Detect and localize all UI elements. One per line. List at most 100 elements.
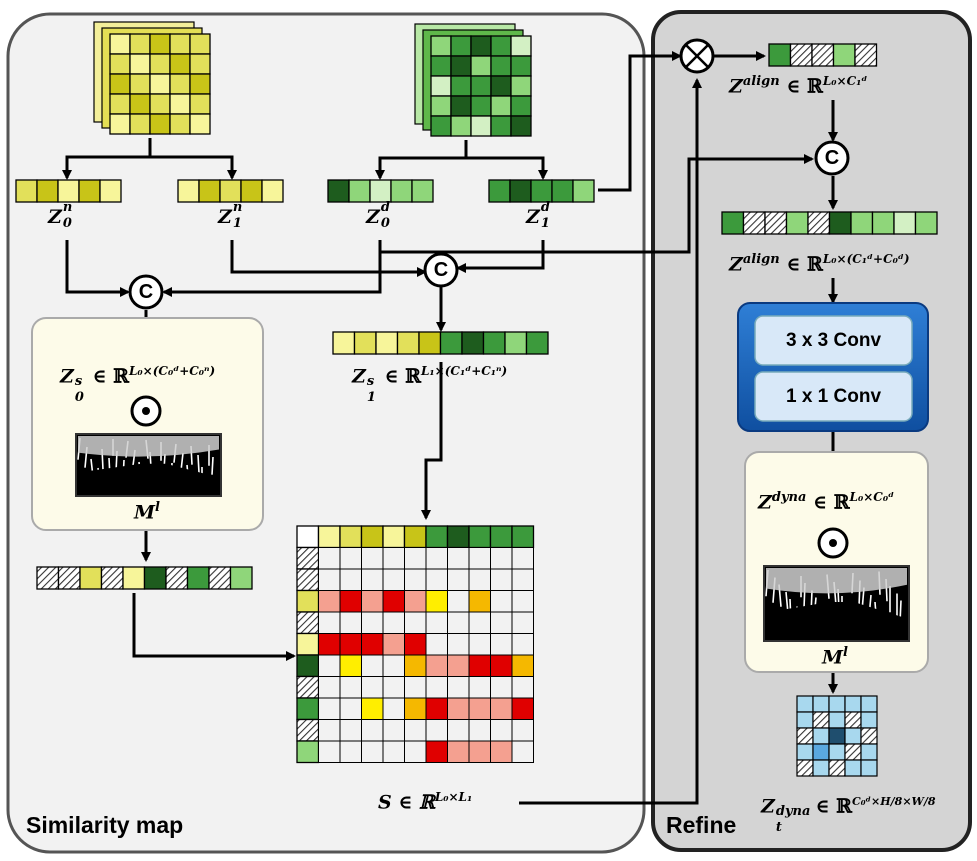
matrix-cell <box>361 740 384 763</box>
matrix-cell <box>511 590 534 613</box>
matrix-col-header <box>317 525 341 549</box>
tensor-cell <box>430 95 452 117</box>
odot-left <box>130 395 162 427</box>
tensor-cell <box>129 73 151 95</box>
matrix-cell <box>339 568 362 591</box>
matrix-row-header <box>296 675 320 699</box>
strip-cell <box>36 566 60 590</box>
output-cell <box>812 727 830 745</box>
tensor-cell <box>510 55 532 77</box>
tensor-cell <box>490 35 512 57</box>
matrix-cell <box>468 719 491 742</box>
matrix-cell <box>425 697 448 720</box>
matrix-cell <box>339 611 362 634</box>
strip-cell <box>832 43 856 67</box>
tensor-cell <box>430 75 452 97</box>
z1n-strip <box>177 179 284 203</box>
tensor-cell <box>129 113 151 135</box>
matrix-cell <box>361 719 384 742</box>
tensor-cell <box>169 53 191 75</box>
strip-cell <box>854 43 878 67</box>
tensor-cell <box>109 53 131 75</box>
strip-cell <box>504 331 528 355</box>
zalign1-label: Zalign ∈ ℝL₀×C₁ᵈ <box>729 74 868 98</box>
matrix-cell <box>490 654 513 677</box>
output-cell <box>828 711 846 729</box>
matrix-cell <box>468 633 491 656</box>
matrix-cell <box>490 719 513 742</box>
concat-letter-left: C <box>138 280 154 303</box>
matrix-cell <box>490 568 513 591</box>
strip-cell <box>348 179 371 203</box>
matrix-cell <box>361 654 384 677</box>
strip-cell <box>36 179 59 203</box>
output-cell <box>796 727 814 745</box>
matrix-cell <box>318 719 341 742</box>
matrix-col-header <box>489 525 513 549</box>
strip-cell <box>572 179 595 203</box>
similarity-map-title: Similarity map <box>26 812 184 838</box>
tensor-cell <box>450 115 472 137</box>
strip-cell <box>396 331 420 355</box>
matrix-cell <box>447 611 470 634</box>
matrix-cell <box>404 719 427 742</box>
strip-cell <box>327 179 350 203</box>
tensor-cell <box>450 55 472 77</box>
matrix-cell <box>490 611 513 634</box>
strip-cell <box>488 179 511 203</box>
matrix-cell <box>339 590 362 613</box>
output-cell <box>828 759 846 777</box>
z1s-strip <box>332 331 549 355</box>
tensor-cell <box>490 115 512 137</box>
tensor-cell <box>169 113 191 135</box>
strip-cell <box>768 43 792 67</box>
tensor-cell <box>510 75 532 97</box>
strip-cell <box>789 43 813 67</box>
tensor-cell <box>189 73 211 95</box>
matrix-cell <box>511 633 534 656</box>
matrix-col-header <box>511 525 535 549</box>
matrix-cell <box>511 654 534 677</box>
matrix-cell <box>511 697 534 720</box>
matrix-row-header <box>296 568 320 592</box>
strip-cell <box>57 566 81 590</box>
matrix-cell <box>361 547 384 570</box>
matrix-cell <box>425 547 448 570</box>
depth-feature-tensor <box>414 23 532 137</box>
tensor-cell <box>189 53 211 75</box>
matrix-cell <box>318 633 341 656</box>
strip-cell <box>411 179 434 203</box>
matrix-cell <box>318 590 341 613</box>
conv3-label: 3 x 3 Conv <box>785 329 882 351</box>
tensor-cell <box>430 115 452 137</box>
tensor-cell <box>189 113 211 135</box>
tensor-cell <box>149 33 171 55</box>
matrix-cell <box>361 676 384 699</box>
output-cell <box>860 727 878 745</box>
tensor-cell <box>490 55 512 77</box>
matrix-cell <box>361 633 384 656</box>
zalign2-label: Zalign ∈ ℝL₀×(C₁ᵈ+C₀ᵈ) <box>729 252 910 276</box>
z1d-strip <box>488 179 595 203</box>
output-cell <box>796 743 814 761</box>
output-dyna-grid <box>796 695 878 777</box>
strip-cell <box>525 331 549 355</box>
output-cell <box>812 759 830 777</box>
tensor-cell <box>189 93 211 115</box>
matrix-cell <box>382 697 405 720</box>
normal-feature-tensor <box>93 21 211 135</box>
ml-left-label: Ml <box>134 500 160 524</box>
strip-cell <box>229 566 253 590</box>
matrix-col-header <box>403 525 427 549</box>
strip-cell <box>807 211 831 235</box>
strip-cell <box>742 211 766 235</box>
matrix-cell <box>382 590 405 613</box>
matrix-cell <box>490 590 513 613</box>
matrix-cell <box>447 654 470 677</box>
matrix-cell <box>361 611 384 634</box>
